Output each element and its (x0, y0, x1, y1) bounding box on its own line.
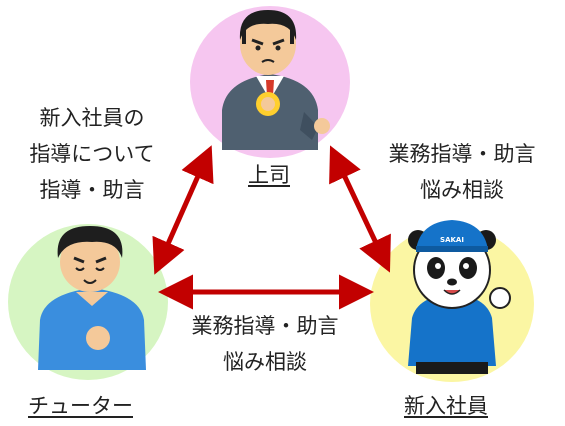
newhire-boss-text: 業務指導・助言 悩み相談 (372, 136, 552, 208)
tutor-newhire-line-2: 悩み相談 (223, 350, 307, 374)
tutor-newhire-line-1: 業務指導・助言 (191, 314, 339, 338)
tutor-label: チューター (28, 394, 133, 418)
tutor-newhire-text: 業務指導・助言 悩み相談 (175, 308, 355, 380)
boss-label: 上司 (248, 163, 290, 187)
tutor-boss-text: 新入社員の 指導について 指導・助言 (10, 100, 174, 208)
boss-illustration (222, 10, 330, 150)
tutor-boss-line-3: 指導・助言 (39, 178, 145, 202)
newhire-boss-line-2: 悩み相談 (420, 178, 504, 202)
tutor-boss-line-2: 指導について (29, 142, 155, 166)
newhire-boss-line-1: 業務指導・助言 (388, 142, 536, 166)
newhire-cap-text: SAKAI (440, 236, 464, 244)
tutor-boss-line-1: 新入社員の (39, 106, 145, 130)
newhire-illustration: SAKAI (408, 220, 511, 374)
tutor-illustration (38, 226, 146, 370)
arrow-newhire-boss (329, 145, 391, 273)
newhire-label: 新入社員 (404, 394, 488, 418)
arrow-tutor-boss (152, 145, 214, 275)
